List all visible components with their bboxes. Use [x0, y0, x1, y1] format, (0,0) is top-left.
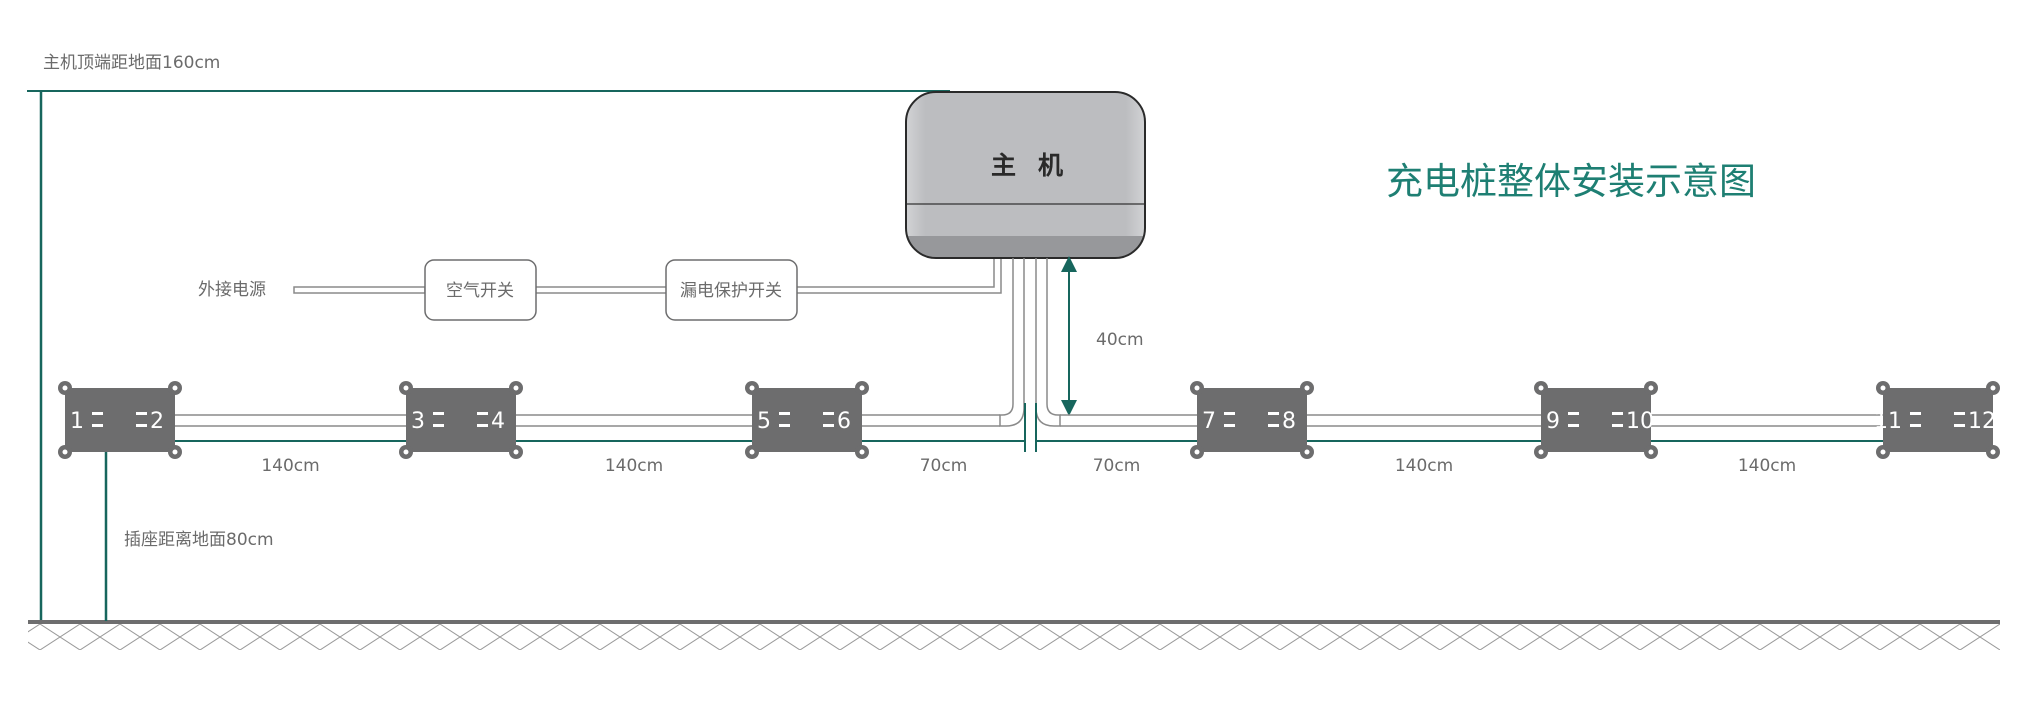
outlet-number-left: 3	[411, 409, 425, 434]
socket-slot-icon	[1612, 412, 1623, 415]
host-down-pipes	[999, 258, 1061, 427]
power-cable	[293, 258, 1002, 294]
socket-slot-icon	[823, 412, 834, 415]
socket-slot-icon	[1910, 412, 1921, 415]
socket-height-label: 插座距离地面80cm	[124, 530, 274, 550]
air-switch-label: 空气开关	[446, 281, 514, 301]
cable-pipe	[1060, 414, 1197, 427]
outlet-box: 11 12	[1874, 381, 2000, 459]
cable-pipe	[516, 414, 752, 427]
distance-label: 70cm	[1093, 456, 1141, 476]
air-switch-box	[424, 259, 537, 321]
ground-hatch	[28, 623, 2000, 650]
cable-pipe	[1651, 414, 1883, 427]
outlet-number-left: 5	[757, 409, 771, 434]
outlet-number-right: 6	[837, 409, 851, 434]
distance-label: 140cm	[1395, 456, 1453, 476]
host-height-label: 主机顶端距地面160cm	[43, 53, 220, 73]
power-source-label: 外接电源	[198, 280, 266, 300]
cable-pipe	[1307, 414, 1541, 427]
outlet-number-right: 12	[1968, 409, 1996, 434]
distance-label: 140cm	[605, 456, 663, 476]
outlet-number-left: 1	[70, 409, 84, 434]
socket-slot-icon	[779, 412, 790, 415]
diagram-title: 充电桩整体安装示意图	[1386, 160, 1756, 203]
host-unit: 主机	[905, 91, 1146, 259]
outlet-number-left: 9	[1546, 409, 1560, 434]
outlet-number-right: 4	[491, 409, 505, 434]
distance-label: 140cm	[1738, 456, 1796, 476]
socket-slot-icon	[1224, 412, 1235, 415]
distance-label: 140cm	[261, 456, 319, 476]
outlet-box: 9 10	[1534, 381, 1658, 459]
socket-slot-icon	[433, 412, 444, 415]
cable-pipe	[862, 414, 1000, 427]
host-to-pipe-label: 40cm	[1096, 330, 1144, 350]
outlet-number-right: 10	[1626, 409, 1654, 434]
outlet-number-right: 2	[150, 409, 164, 434]
host-label: 主机	[991, 151, 1085, 180]
socket-slot-icon	[1954, 412, 1965, 415]
socket-slot-icon	[477, 412, 488, 415]
leakage-switch-label: 漏电保护开关	[680, 281, 782, 301]
distance-label: 70cm	[920, 456, 968, 476]
outlet-number-left: 7	[1202, 409, 1216, 434]
socket-slot-icon	[136, 412, 147, 415]
outlet-number-left: 11	[1874, 409, 1902, 434]
outlet-number-right: 8	[1282, 409, 1296, 434]
cable-pipe	[175, 414, 406, 427]
socket-slot-icon	[1268, 412, 1279, 415]
leakage-switch-box	[665, 259, 798, 321]
socket-slot-icon	[92, 412, 103, 415]
socket-slot-icon	[1568, 412, 1579, 415]
